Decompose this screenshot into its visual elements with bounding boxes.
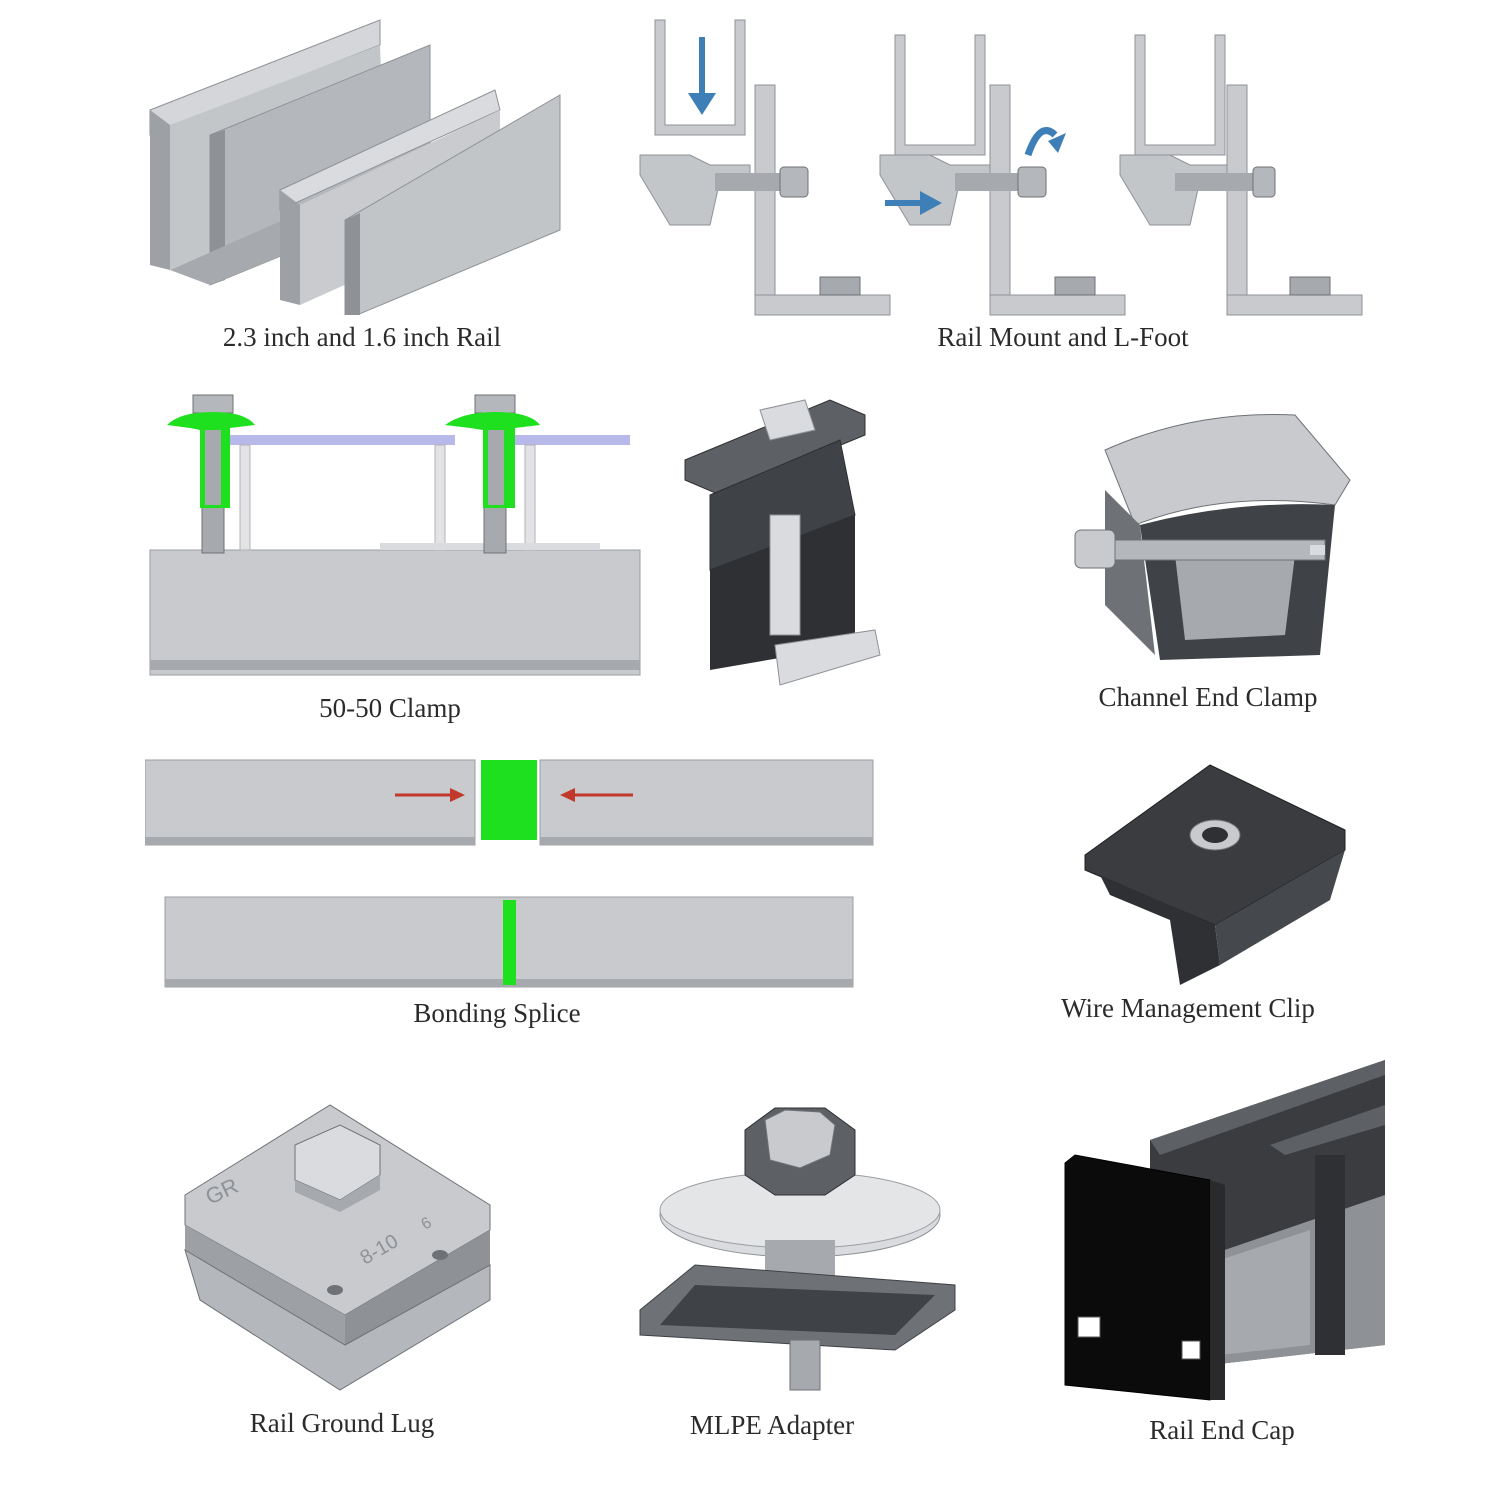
clamp-5050-3d-illustration: [684, 399, 881, 686]
mlpe-adapter-figure: [635, 1100, 965, 1400]
clamp-5050-caption: 50-50 Clamp: [319, 693, 461, 723]
channel-end-clamp-figure: [1065, 405, 1365, 675]
ground-lug-caption: Rail Ground Lug: [249, 1408, 435, 1438]
mlpe-adapter-illustration: [639, 1107, 956, 1391]
down-arrow-icon: [688, 37, 716, 115]
wire-clip-caption: Wire Management Clip: [1061, 993, 1315, 1023]
rail-mount-step-1: [639, 19, 891, 316]
rail-illustration: [149, 19, 561, 315]
rail-end-cap-caption: Rail End Cap: [1149, 1415, 1295, 1445]
rail-mount-step-2: [879, 34, 1126, 316]
channel-end-clamp-illustration: [1074, 413, 1351, 660]
clamp-5050-3d: [680, 395, 890, 695]
channel-end-clamp-caption: Channel End Clamp: [1098, 682, 1318, 712]
push-arrows-icon: [395, 788, 633, 802]
bonding-splice-caption: Bonding Splice: [413, 998, 581, 1028]
ground-lug-figure: GR 8-10 6: [180, 1100, 500, 1400]
rail-end-cap-figure: [1060, 1055, 1390, 1405]
wire-clip-illustration: [1084, 764, 1346, 985]
rail-end-cap-illustration: [1064, 1060, 1385, 1401]
rail-mount-step-3: [1119, 34, 1363, 316]
right-arrow-icon: [885, 191, 942, 215]
clamp-5050-section: [145, 390, 645, 690]
rail-mount-figure: [630, 15, 1380, 325]
rail-caption: 2.3 inch and 1.6 inch Rail: [222, 322, 502, 352]
rail-mount-caption: Rail Mount and L-Foot: [937, 322, 1189, 352]
ground-lug-illustration: GR 8-10 6: [184, 1104, 491, 1391]
clamp-5050-section-illustration: [149, 394, 641, 676]
rail-figure: [140, 15, 570, 315]
rotate-arrow-icon: [1024, 127, 1066, 157]
rail-mount-illustration: [639, 19, 1363, 316]
wire-clip-figure: [1080, 760, 1355, 990]
mlpe-adapter-caption: MLPE Adapter: [689, 1410, 855, 1440]
bonding-splice-illustration: [145, 759, 874, 988]
bonding-splice-figure: [145, 755, 875, 995]
